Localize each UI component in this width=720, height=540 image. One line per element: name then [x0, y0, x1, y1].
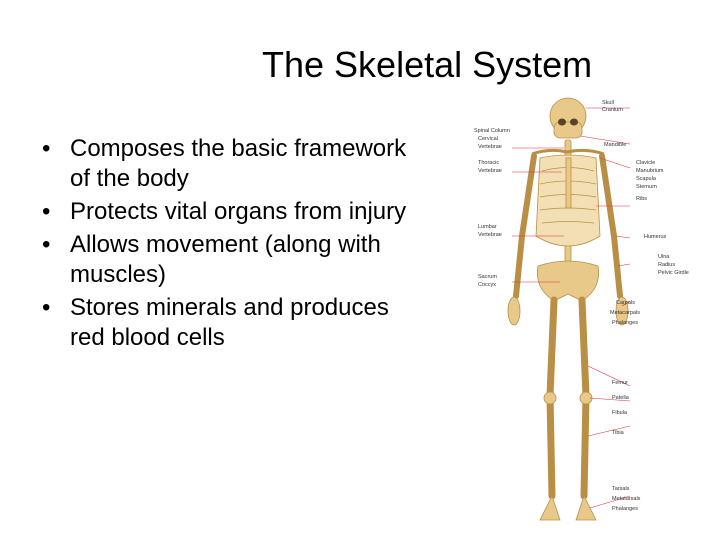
label-skull: Skull: [602, 100, 614, 106]
jaw-shape: [553, 121, 583, 139]
label-phalanges-hand: Phalanges: [612, 320, 638, 326]
leader-lines: [512, 107, 631, 509]
label-ribs: Ribs: [636, 196, 647, 202]
label-fibula: Fibula: [612, 410, 628, 416]
left-hand-shape: [507, 296, 521, 326]
right-foot-shape: [575, 494, 597, 521]
label-humerus: Humerus: [644, 234, 667, 240]
label-cranium: Cranium: [602, 107, 623, 113]
label-mandible: Mandible: [604, 142, 626, 148]
label-manubrium: Manubrium: [636, 168, 664, 174]
label-femur: Femur: [612, 380, 628, 386]
bullet-item: • Protects vital organs from injury: [40, 197, 420, 227]
bullet-dot: •: [42, 135, 51, 162]
slide-title: The Skeletal System: [262, 44, 593, 85]
label-patella: Patella: [612, 395, 630, 401]
right-arm-shape: [599, 153, 623, 299]
bullet-dot: •: [42, 294, 51, 321]
left-kneecap: [543, 391, 557, 405]
bullet-item: • Stores minerals and produces red blood …: [40, 293, 420, 353]
label-lumbar: Lumbar: [478, 224, 497, 230]
label-cervical: Cervical: [478, 136, 498, 142]
label-carpals: Carpals: [616, 300, 635, 306]
label-tibia: Tibia: [612, 430, 625, 436]
label-metatarsals: Metatarsals: [612, 496, 641, 502]
skeleton-illustration: [507, 97, 629, 521]
label-pelvic-girdle: Pelvic Girdle: [658, 270, 689, 276]
label-scapula: Scapula: [636, 176, 657, 182]
right-labels: Skull Cranium Mandible Clavicle Manubriu…: [602, 100, 689, 512]
label-metacarpals: Metacarpals: [610, 310, 640, 316]
label-thoracic-vertebrae: Vertebrae: [478, 168, 502, 174]
label-phalanges-foot: Phalanges: [612, 506, 638, 512]
pelvis-shape: [536, 260, 600, 302]
label-tarsals: Tarsals: [612, 486, 630, 492]
label-cervical-vertebrae: Vertebrae: [478, 144, 502, 150]
bullet-dot: •: [42, 198, 51, 225]
bullet-text: Allows movement (along with muscles): [70, 231, 381, 288]
bullet-item: • Composes the basic framework of the bod…: [40, 134, 420, 194]
left-labels: Spinal Column Cervical Vertebrae Thoraci…: [474, 128, 510, 288]
label-radius: Radius: [658, 262, 675, 268]
bullet-text: Protects vital organs from injury: [70, 198, 407, 225]
label-spinal-column: Spinal Column: [474, 128, 510, 134]
left-eye-socket: [558, 118, 566, 126]
bullet-list: • Composes the basic framework of the bod…: [40, 134, 420, 356]
bullet-dot: •: [42, 231, 51, 258]
right-eye-socket: [570, 118, 578, 126]
label-thoracic: Thoracic: [478, 160, 499, 166]
label-coccyx: Coccyx: [478, 282, 496, 288]
label-clavicle: Clavicle: [636, 160, 655, 166]
bullet-text: Composes the basic framework of the body: [70, 135, 407, 192]
label-ulna: Ulna: [658, 254, 670, 260]
skeleton-diagram: Spinal Column Cervical Vertebrae Thoraci…: [474, 97, 689, 521]
label-sternum: Sternum: [636, 184, 657, 190]
bullet-item: • Allows movement (along with muscles): [40, 230, 420, 290]
left-arm-shape: [513, 153, 537, 299]
label-lumbar-vertebrae: Vertebrae: [478, 232, 502, 238]
label-sacrum: Sacrum: [478, 274, 497, 280]
left-foot-shape: [539, 494, 561, 521]
sternum-shape: [565, 157, 572, 209]
bullet-text: Stores minerals and produces red blood c…: [70, 294, 389, 351]
clavicle-shape: [531, 148, 605, 156]
